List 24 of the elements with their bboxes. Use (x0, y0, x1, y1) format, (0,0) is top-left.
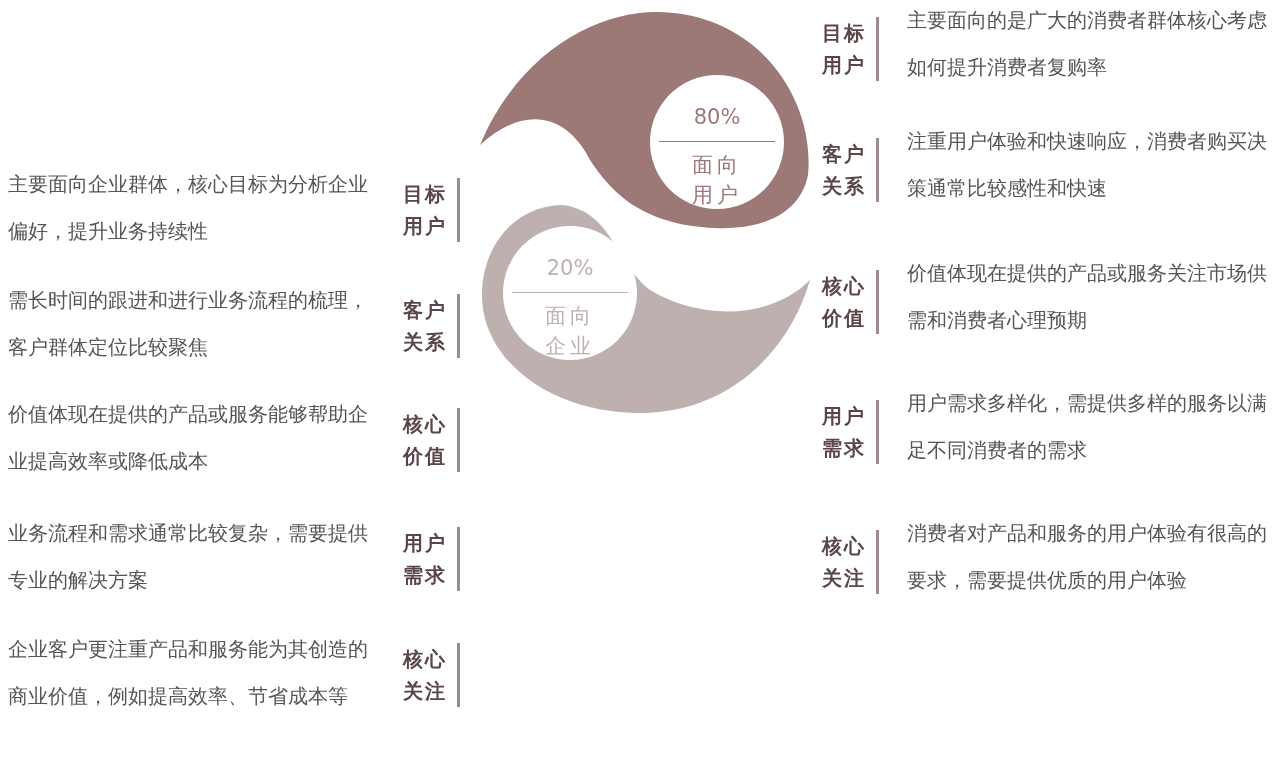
percentage-text: 80% (659, 105, 775, 142)
percentage-text: 20% (512, 256, 628, 293)
description-text: 消费者对产品和服务的用户体验有很高的要求，需要提供优质的用户体验 (907, 520, 1268, 594)
description-text: 主要面向企业群体，核心目标为分析企业偏好，提升业务持续性 (8, 171, 369, 245)
row-label: 目标用户 (403, 178, 460, 242)
circle-title: 面向用户 (692, 152, 742, 209)
description-text: 价值体现在提供的产品或服务能够帮助企业提高效率或降低成本 (8, 401, 369, 475)
description-text: 主要面向的是广大的消费者群体核心考虑如何提升消费者复购率 (907, 7, 1268, 81)
row-label: 用户需求 (403, 527, 460, 591)
row-label: 核心价值 (822, 270, 879, 334)
description-text: 需长时间的跟进和进行业务流程的梳理，客户群体定位比较聚焦 (8, 287, 369, 361)
row-label: 目标用户 (822, 17, 879, 81)
row-label: 核心关注 (822, 530, 879, 594)
circle-title: 面向企业 (545, 303, 595, 360)
row-label: 客户关系 (403, 294, 460, 358)
row-label: 用户需求 (822, 400, 879, 464)
description-text: 用户需求多样化，需提供多样的服务以满足不同消费者的需求 (907, 390, 1268, 464)
description-text: 价值体现在提供的产品或服务关注市场供需和消费者心理预期 (907, 260, 1268, 334)
row-label: 核心价值 (403, 408, 460, 472)
description-text: 企业客户更注重产品和服务能为其创造的商业价值，例如提高效率、节省成本等 (8, 636, 369, 710)
description-text: 注重用户体验和快速响应，消费者购买决策通常比较感性和快速 (907, 128, 1268, 202)
description-text: 业务流程和需求通常比较复杂，需要提供专业的解决方案 (8, 520, 369, 594)
row-label: 客户关系 (822, 138, 879, 202)
row-label: 核心关注 (403, 643, 460, 707)
